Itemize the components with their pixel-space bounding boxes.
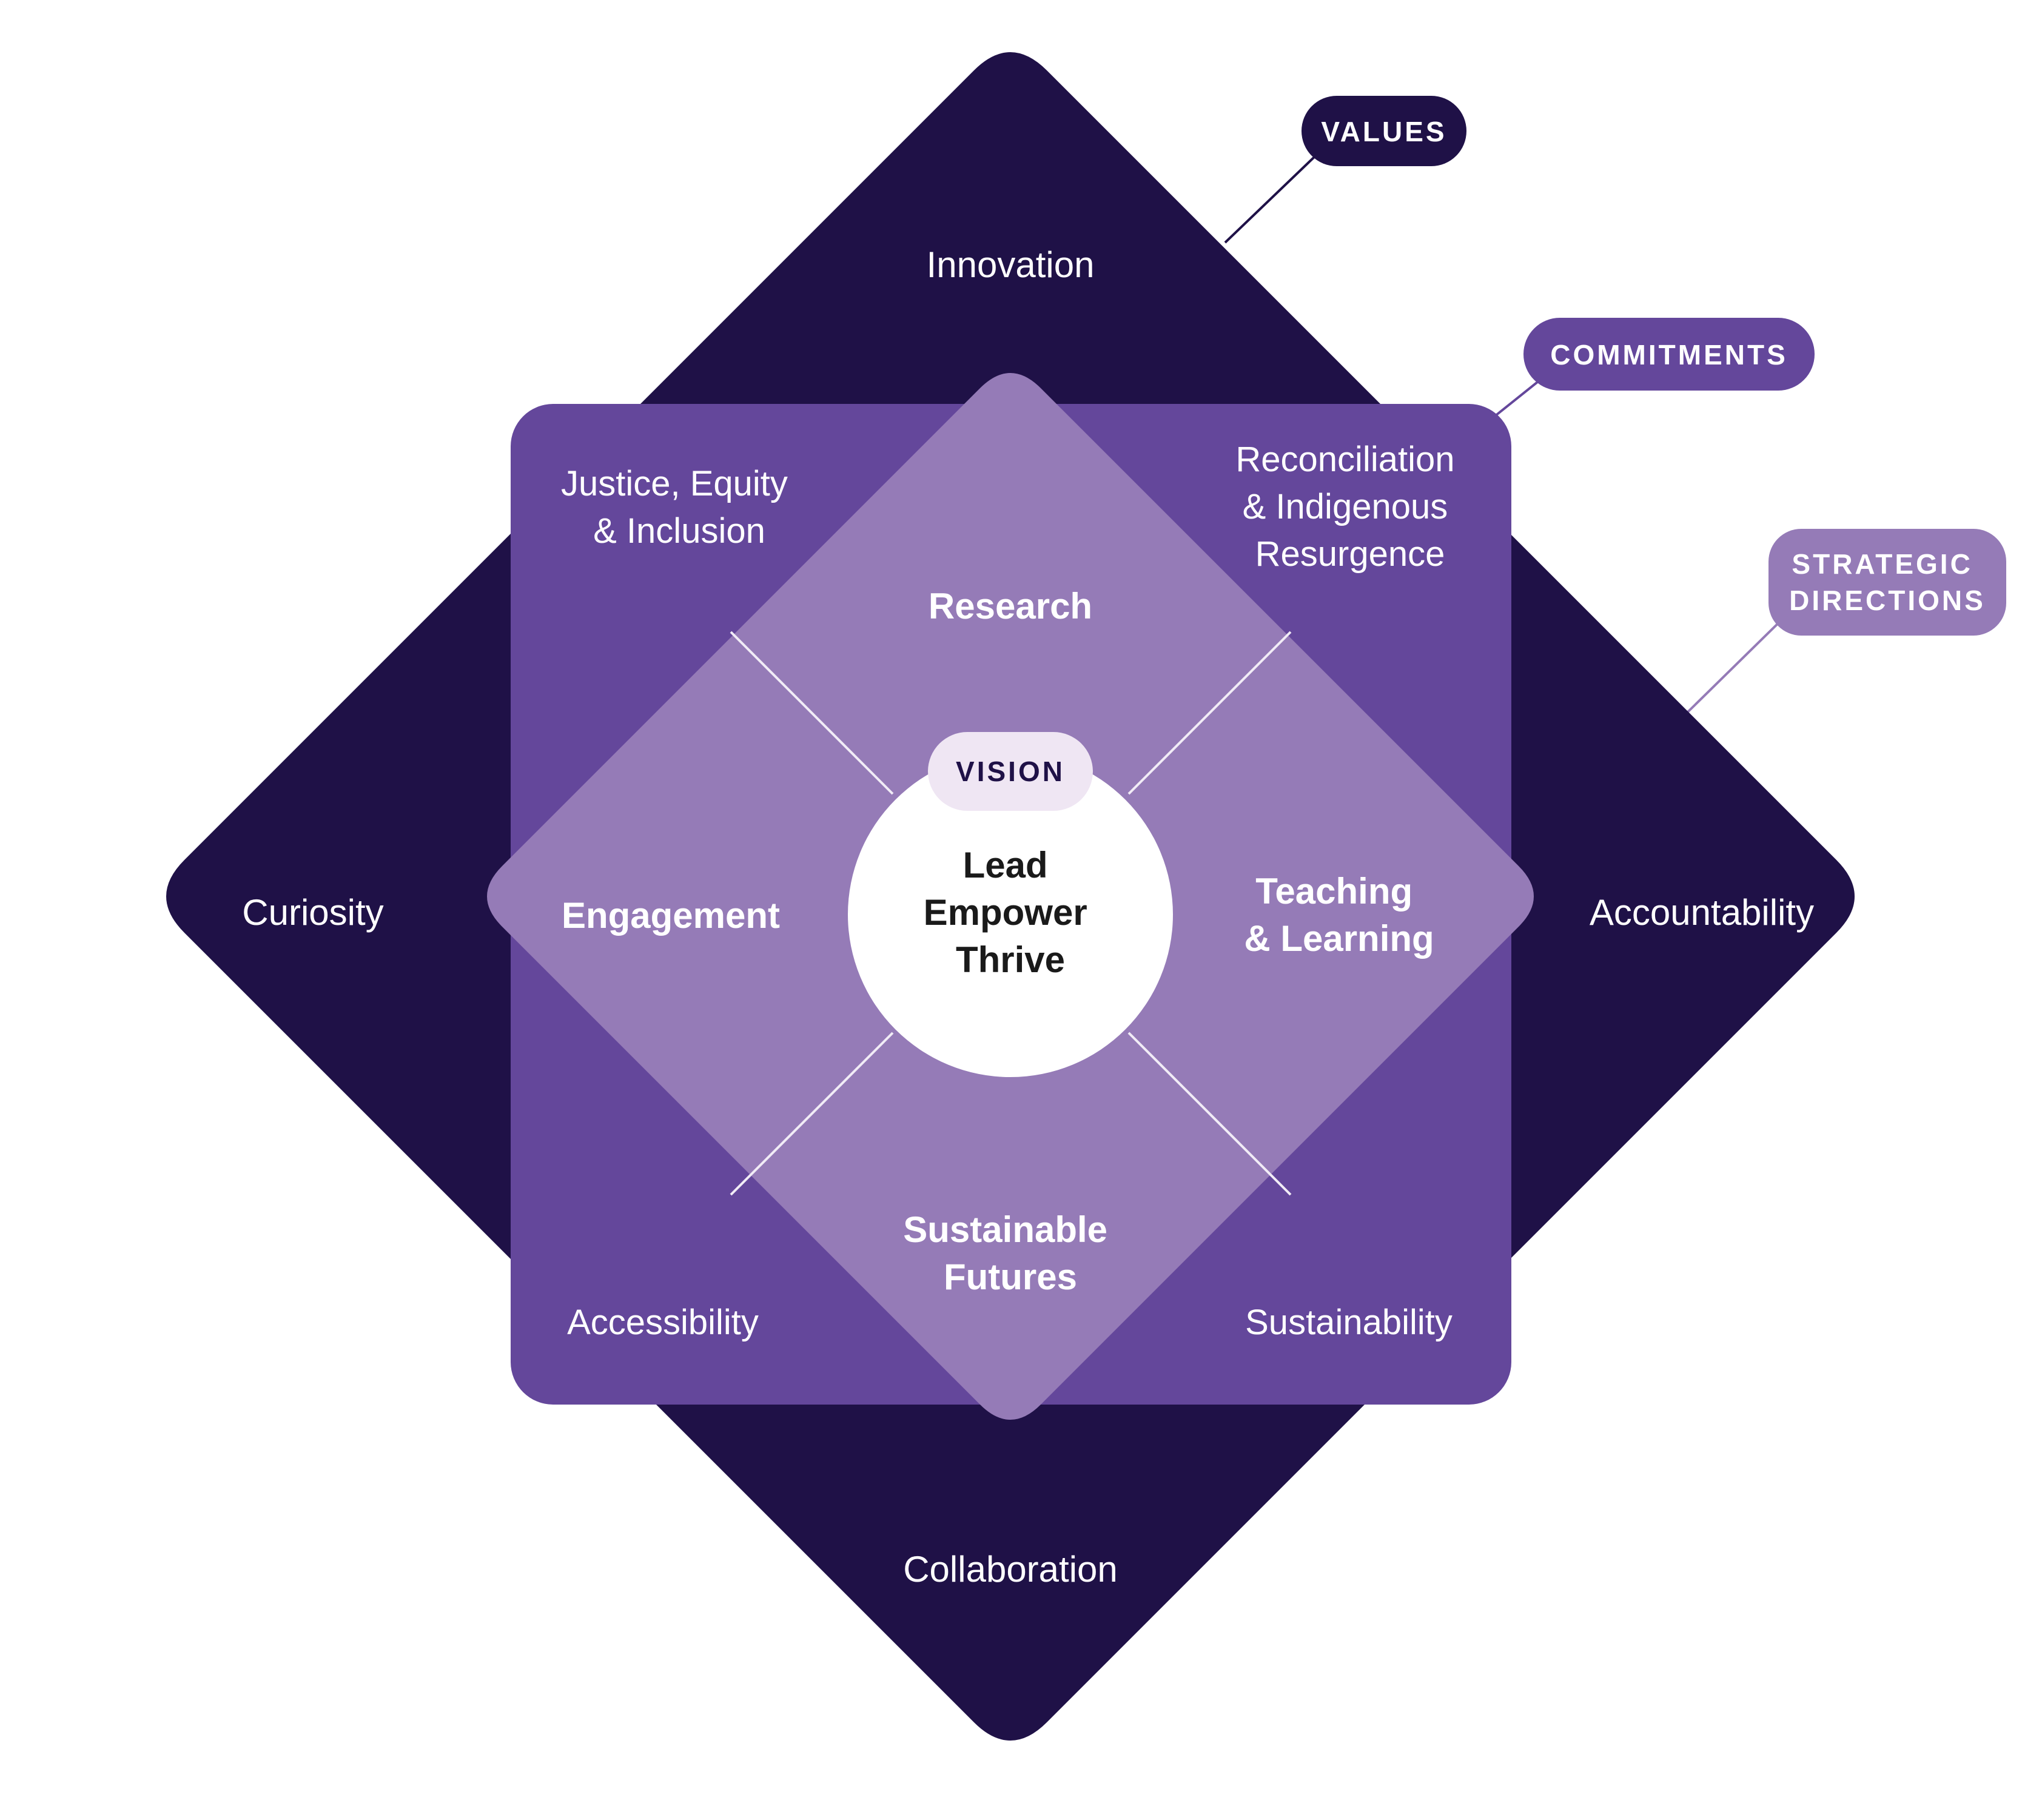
value-innovation: Innovation <box>927 244 1095 285</box>
divider-top-left <box>730 631 894 795</box>
value-curiosity: Curiosity <box>242 892 383 933</box>
direction-line: & Learning <box>1244 918 1434 959</box>
commitment-line: Resurgence <box>1255 534 1445 574</box>
commitment-sustainability: Sustainability <box>1245 1303 1453 1342</box>
vision-line: Lead <box>963 845 1048 885</box>
values-pill <box>1302 96 1466 166</box>
values-callout: VALUES <box>1302 96 1466 166</box>
vision-line: Empower <box>924 892 1087 933</box>
commitment-line: Justice, Equity <box>561 464 788 503</box>
direction-dividers <box>730 631 1292 1196</box>
directions-pill <box>1768 529 2006 636</box>
vision-pill-label: VISION <box>956 756 1065 787</box>
direction-line: Engagement <box>562 895 780 936</box>
direction-line: Sustainable <box>903 1209 1107 1250</box>
commitments-pill-label: COMMITMENTS <box>1550 339 1788 371</box>
vision-circle <box>848 752 1173 1077</box>
commitments-callout: COMMITMENTS <box>1523 318 1815 391</box>
vision-statement: Lead Empower Thrive <box>924 845 1098 980</box>
value-collaboration: Collaboration <box>903 1549 1118 1590</box>
commitment-reconciliation: Reconciliation & Indigenous Resurgence <box>1235 440 1464 574</box>
divider-top-right <box>1127 631 1292 795</box>
directions-pill-label: STRATEGIC DIRECTIONS <box>1789 548 1986 616</box>
vision-pill <box>928 732 1093 811</box>
commitment-accessibility: Accessibility <box>567 1303 759 1342</box>
direction-teaching-learning: Teaching & Learning <box>1244 871 1434 959</box>
commitment-justice-equity-inclusion: Justice, Equity & Inclusion <box>561 464 798 551</box>
direction-line: Futures <box>944 1257 1077 1297</box>
divider-bottom-left <box>730 1032 894 1196</box>
directions-pill-line: STRATEGIC <box>1792 548 1972 580</box>
commitment-line: Reconciliation <box>1235 440 1454 479</box>
commitment-line: & Indigenous <box>1243 487 1448 526</box>
directions-pill-line: DIRECTIONS <box>1789 585 1986 616</box>
commitment-line: Accessibility <box>567 1303 759 1342</box>
value-accountability: Accountability <box>1590 892 1814 933</box>
direction-sustainable-futures: Sustainable Futures <box>903 1209 1117 1297</box>
values-leader-line <box>1224 155 1316 244</box>
commitments-pill <box>1523 318 1815 391</box>
commitment-line: Sustainability <box>1245 1303 1453 1342</box>
directions-callout: STRATEGIC DIRECTIONS <box>1768 529 2006 636</box>
direction-line: Research <box>929 586 1092 626</box>
divider-bottom-right <box>1127 1032 1292 1196</box>
values-pill-label: VALUES <box>1321 116 1446 147</box>
direction-line: Teaching <box>1255 871 1412 912</box>
direction-engagement: Engagement <box>562 895 780 936</box>
direction-research: Research <box>929 586 1092 626</box>
vision-line: Thrive <box>956 939 1065 980</box>
commitment-line: & Inclusion <box>593 511 765 551</box>
